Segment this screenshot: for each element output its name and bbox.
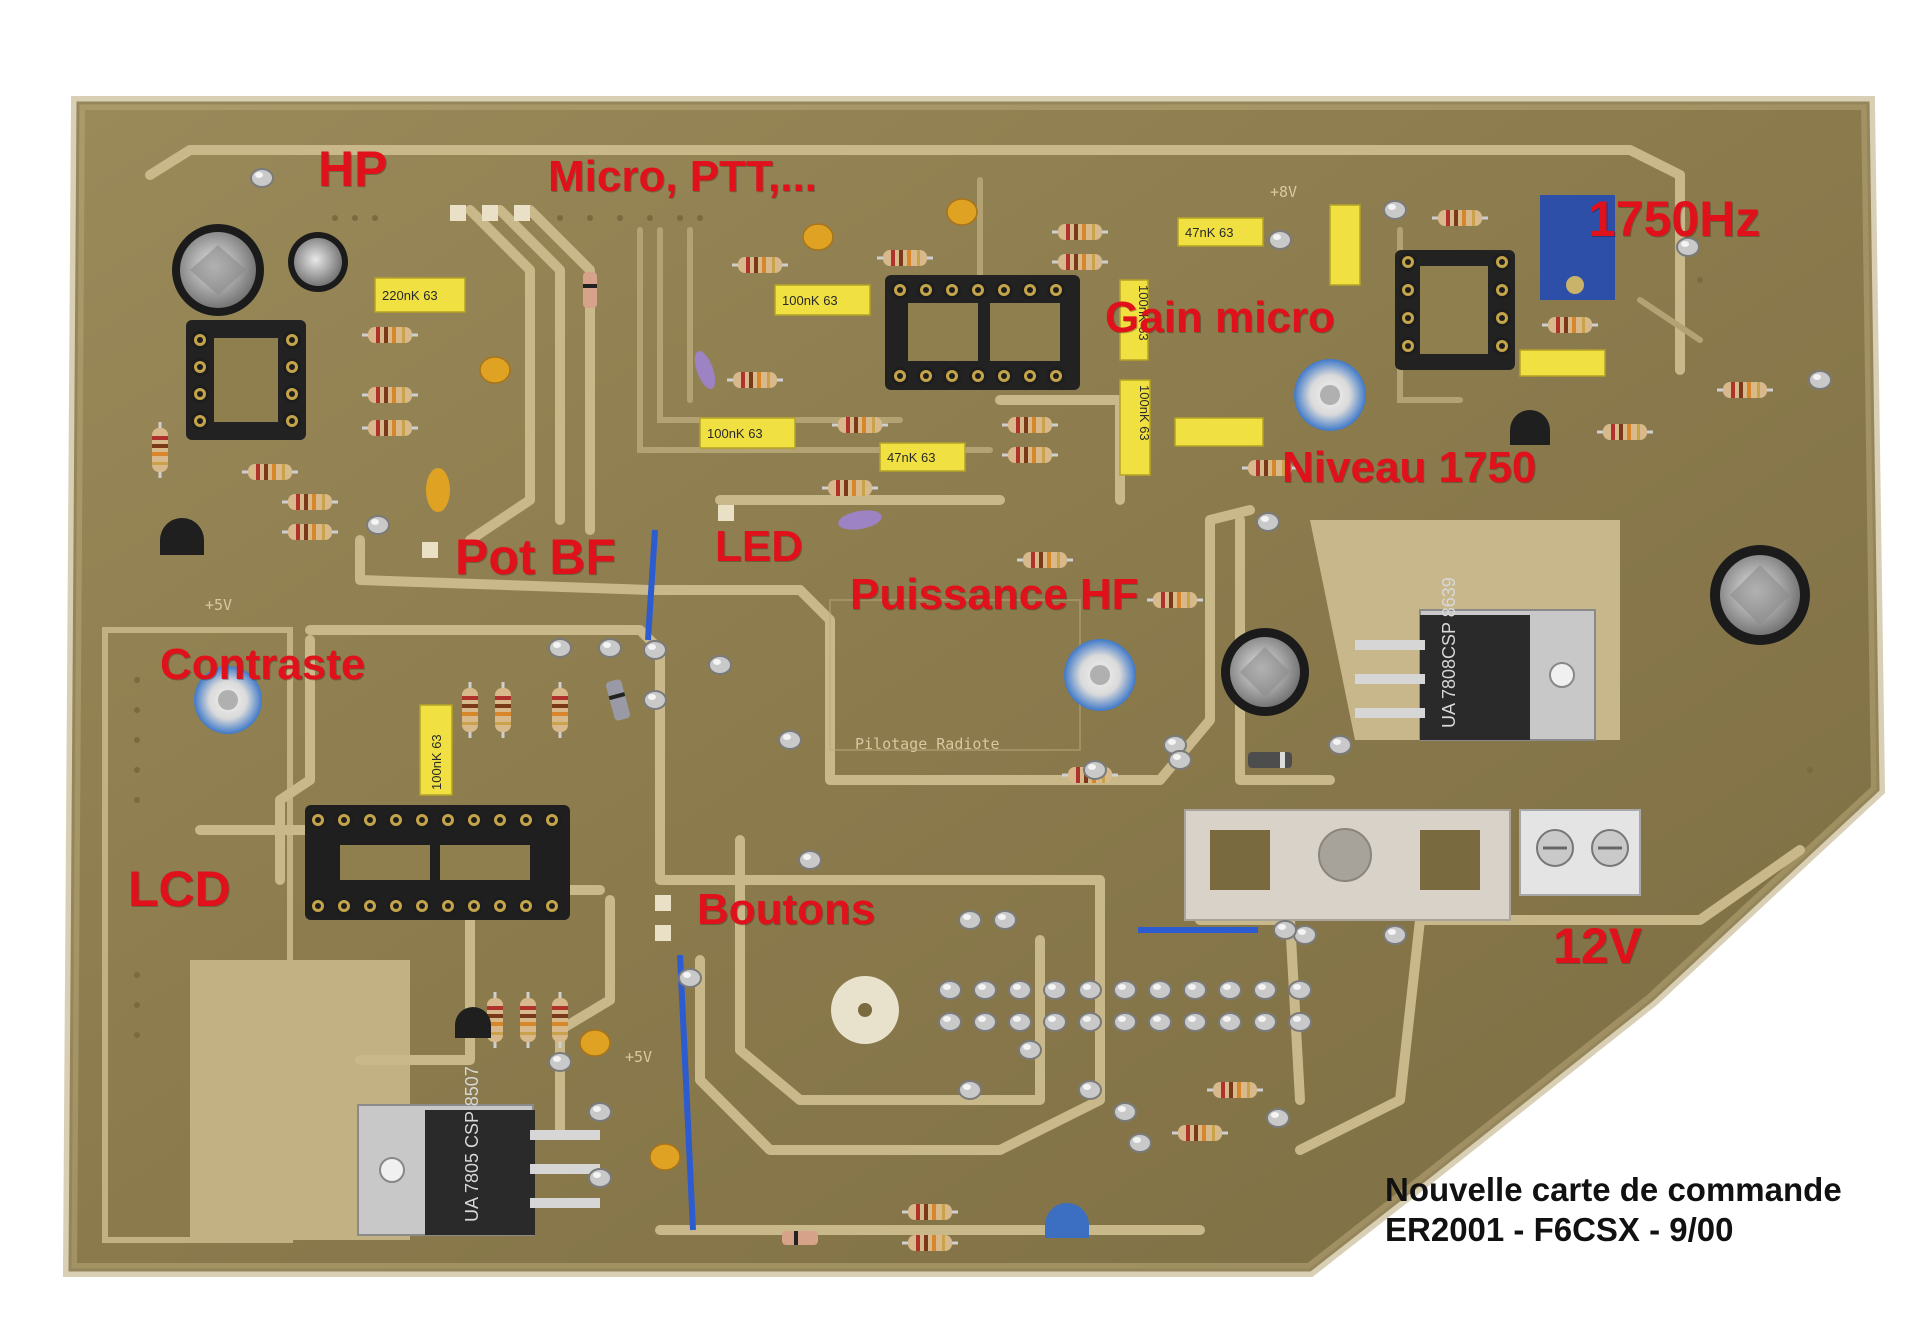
silkscreen-rail-8v: +8V — [1270, 183, 1298, 201]
svg-text:100nK 63: 100nK 63 — [429, 734, 444, 790]
svg-text:220nK 63: 220nK 63 — [382, 288, 438, 303]
label-lcd: LCD — [128, 861, 231, 917]
label-led: LED — [715, 522, 803, 571]
svg-text:UA 7805 CSP 8507: UA 7805 CSP 8507 — [462, 1066, 482, 1222]
label-12v: 12V — [1553, 918, 1642, 974]
svg-text:100nK 63: 100nK 63 — [1137, 385, 1152, 441]
label-micro-ptt: Micro, PTT,... — [548, 152, 817, 201]
svg-text:100nK 63: 100nK 63 — [782, 293, 838, 308]
label-1750hz: 1750Hz — [1588, 191, 1761, 247]
label-boutons: Boutons — [697, 885, 876, 934]
label-contraste: Contraste — [160, 640, 366, 689]
silkscreen-rail-5v: +5V — [205, 596, 233, 614]
silkscreen-rail-5v-lower: +5V — [625, 1048, 653, 1066]
svg-text:100nK 63: 100nK 63 — [1136, 285, 1151, 341]
electrolytic-cap — [172, 224, 264, 316]
label-hp: HP — [318, 141, 388, 197]
silkscreen-board-name: Pilotage Radiote — [855, 735, 1000, 753]
caption-line-1: Nouvelle carte de commande — [1385, 1171, 1842, 1208]
svg-text:47nK 63: 47nK 63 — [1185, 225, 1233, 240]
photo-caption: Nouvelle carte de commande ER2001 - F6CS… — [1385, 1170, 1842, 1250]
svg-text:47nK 63: 47nK 63 — [887, 450, 935, 465]
label-pot-bf: Pot BF — [455, 529, 617, 585]
svg-text:UA 7808CSP 8639: UA 7808CSP 8639 — [1439, 577, 1459, 728]
label-puissance-hf: Puissance HF — [850, 570, 1139, 619]
caption-line-2: ER2001 - F6CSX - 9/00 — [1385, 1211, 1734, 1248]
label-niveau-1750: Niveau 1750 — [1282, 443, 1537, 492]
svg-text:100nK 63: 100nK 63 — [707, 426, 763, 441]
label-gain-micro: Gain micro — [1105, 293, 1335, 342]
